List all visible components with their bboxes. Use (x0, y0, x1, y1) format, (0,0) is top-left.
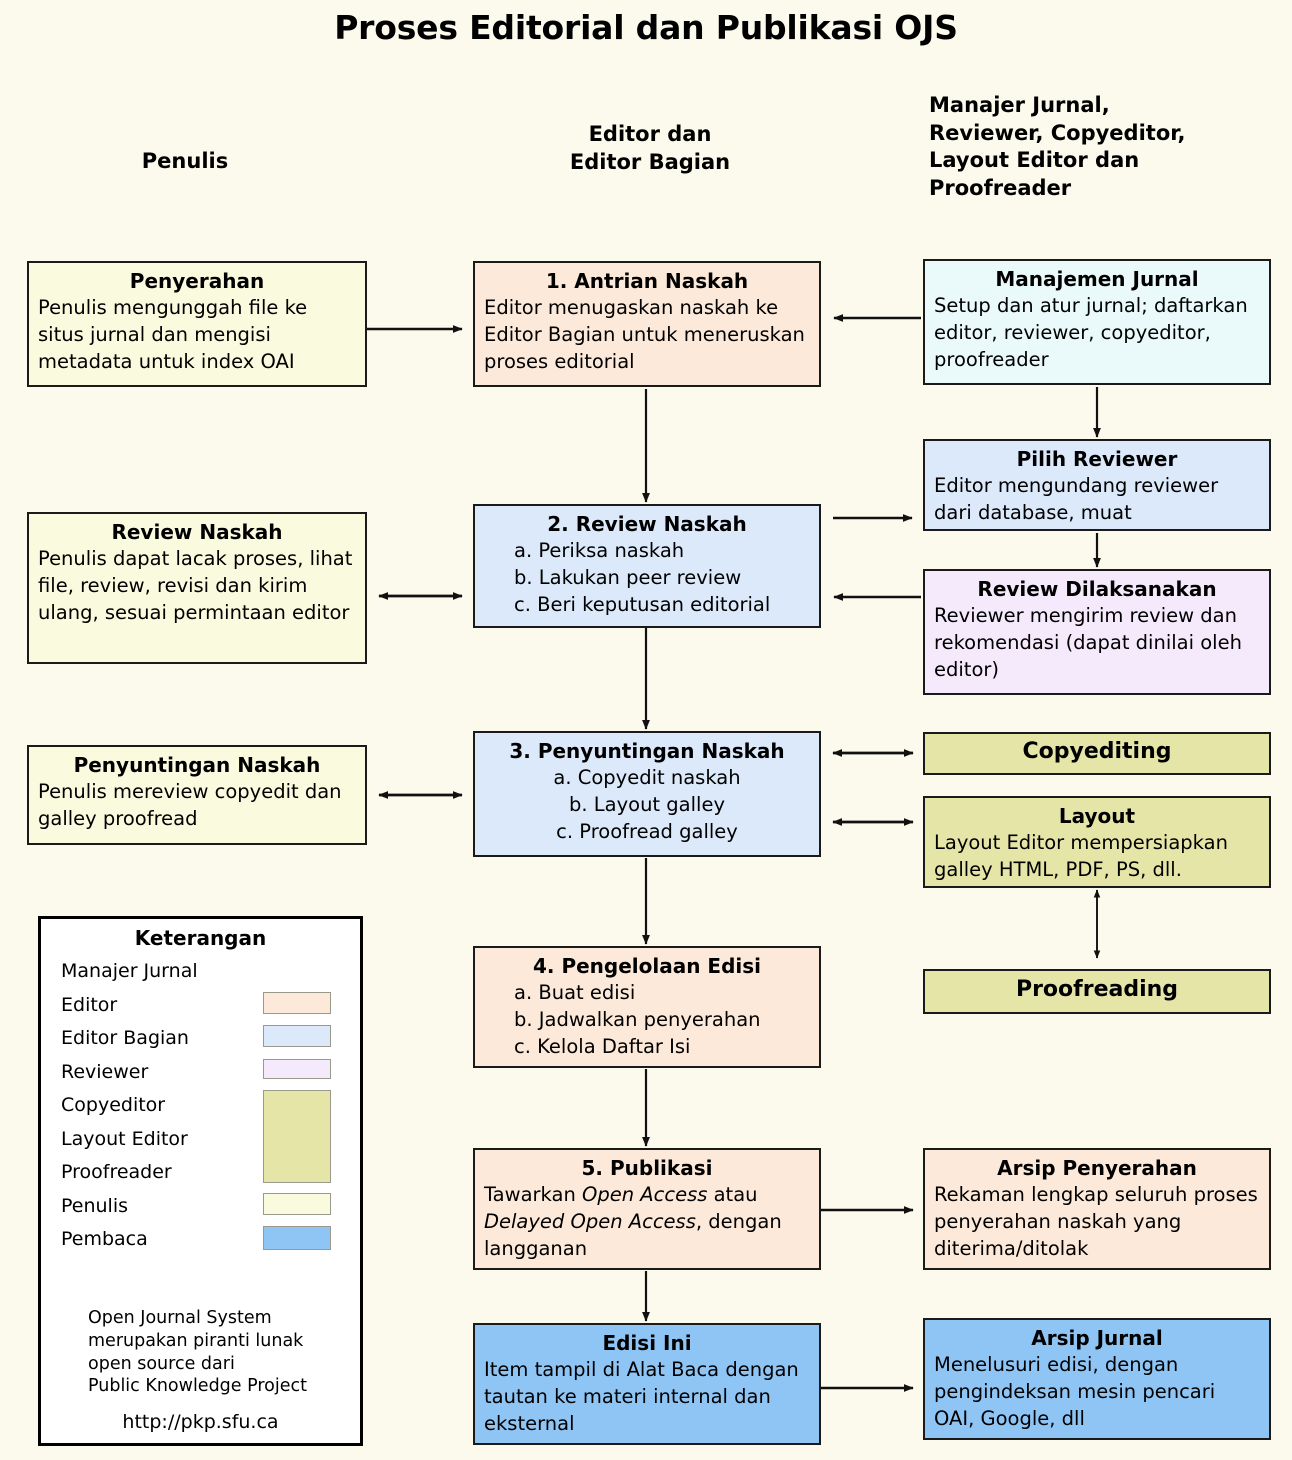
node-title: Copyediting (1022, 739, 1172, 765)
legend-note: Open Journal System merupakan piranti lu… (88, 1308, 307, 1397)
node-penyuntingan-penulis[interactable]: Penyuntingan Naskah Penulis mereview cop… (27, 745, 367, 845)
node-title: 2. Review Naskah (547, 512, 747, 536)
node-title: 1. Antrian Naskah (545, 269, 749, 293)
legend-swatch-editor (263, 991, 331, 1014)
node-body: Penulis mereview copyedit dan galley pro… (38, 780, 342, 830)
node-title: Penyuntingan Naskah (73, 753, 321, 777)
node-arsip-jurnal[interactable]: Arsip Jurnal Menelusuri edisi, dengan pe… (923, 1318, 1271, 1440)
node-layout[interactable]: Layout Layout Editor mempersiapkan galle… (923, 796, 1271, 888)
node-item: b. Layout galley (569, 793, 725, 816)
node-item: a. Copyedit naskah (553, 766, 741, 789)
legend-label-manajer-jurnal: Manajer Jurnal (61, 960, 198, 982)
legend-label-editor-bagian: Editor Bagian (61, 1027, 189, 1049)
node-body: Setup dan atur jurnal; daftarkan editor,… (934, 294, 1248, 371)
legend-label-layout-editor: Layout Editor (61, 1127, 188, 1150)
node-review-naskah-penulis[interactable]: Review Naskah Penulis dapat lacak proses… (27, 512, 367, 664)
node-body: Editor mengundang reviewer dari database… (934, 474, 1219, 524)
node-item: b. Jadwalkan penyerahan (514, 1008, 761, 1031)
node-body: Penulis mengunggah file ke situs jurnal … (38, 296, 308, 373)
node-body: Editor menugaskan naskah ke Editor Bagia… (484, 296, 805, 373)
node-body: Reviewer mengirim review dan rekomendasi… (934, 604, 1242, 681)
node-body: Penulis dapat lacak proses, lihat file, … (38, 547, 353, 624)
node-body: Item tampil di Alat Baca dengan tautan k… (484, 1358, 799, 1435)
column-header-penulis: Penulis (141, 149, 229, 173)
legend-label-reviewer: Reviewer (61, 1060, 149, 1083)
legend-swatch-editor-bagian (263, 1025, 331, 1047)
node-title: Review Naskah (111, 520, 283, 544)
node-title: Manajemen Jurnal (995, 267, 1199, 291)
legend-swatch-penulis (263, 1192, 331, 1215)
node-publikasi[interactable]: 5. Publikasi Tawarkan Open Access atau D… (473, 1148, 821, 1270)
node-copyediting[interactable]: Copyediting (923, 732, 1271, 775)
node-title: Layout (1058, 804, 1136, 828)
node-body: Rekaman lengkap seluruh proses penyeraha… (934, 1183, 1258, 1260)
node-title: 5. Publikasi (581, 1156, 713, 1180)
node-body: Layout Editor mempersiapkan galley HTML,… (934, 831, 1228, 881)
node-item: a. Buat edisi (514, 981, 636, 1004)
node-title: Penyerahan (129, 269, 265, 293)
node-review-dilaksanakan[interactable]: Review Dilaksanakan Reviewer mengirim re… (923, 569, 1271, 695)
legend-label-proofreader: Proofreader (61, 1161, 172, 1183)
node-review-naskah[interactable]: 2. Review Naskah a. Periksa naskah b. La… (473, 504, 821, 628)
node-item: c. Kelola Daftar Isi (514, 1035, 691, 1058)
node-title: 4. Pengelolaan Edisi (532, 954, 762, 978)
legend-swatch-reviewer (263, 1058, 331, 1079)
node-title: Pilih Reviewer (1016, 447, 1178, 471)
node-pilih-reviewer[interactable]: Pilih Reviewer Editor mengundang reviewe… (923, 439, 1271, 531)
node-edisi-ini[interactable]: Edisi Ini Item tampil di Alat Baca denga… (473, 1323, 821, 1445)
node-title: 3. Penyuntingan Naskah (509, 739, 785, 763)
node-penyuntingan-naskah[interactable]: 3. Penyuntingan Naskah a. Copyedit naska… (473, 731, 821, 857)
page-title: Proses Editorial dan Publikasi OJS (334, 8, 958, 47)
node-proofreading[interactable]: Proofreading (923, 969, 1271, 1014)
node-title: Arsip Penyerahan (997, 1156, 1197, 1180)
node-item: a. Periksa naskah (514, 539, 685, 562)
node-manajemen-jurnal[interactable]: Manajemen Jurnal Setup dan atur jurnal; … (923, 259, 1271, 385)
node-title: Review Dilaksanakan (977, 577, 1217, 601)
column-header-editor: Editor dan Editor Bagian (569, 122, 731, 174)
column-header-lainnya: Manajer Jurnal, Reviewer, Copyeditor, La… (929, 93, 1186, 201)
node-body: Tawarkan Open Access atau Delayed Open A… (484, 1183, 782, 1260)
node-title: Arsip Jurnal (1031, 1326, 1163, 1350)
node-item: c. Beri keputusan editorial (514, 593, 771, 616)
legend-label-pembaca: Pembaca (61, 1228, 148, 1250)
legend-label-editor: Editor (61, 993, 118, 1016)
legend-title: Keterangan (134, 926, 267, 950)
node-body: Menelusuri edisi, dengan pengindeksan me… (934, 1353, 1216, 1430)
node-item: c. Proofread galley (556, 820, 738, 843)
legend-label-penulis: Penulis (61, 1194, 129, 1217)
legend-swatch-production (263, 1090, 331, 1183)
node-item: b. Lakukan peer review (514, 566, 742, 589)
node-antrian-naskah[interactable]: 1. Antrian Naskah Editor menugaskan nask… (473, 261, 821, 387)
node-pengelolaan-edisi[interactable]: 4. Pengelolaan Edisi a. Buat edisi b. Ja… (473, 946, 821, 1068)
legend-url: http://pkp.sfu.ca (122, 1411, 279, 1433)
node-title: Edisi Ini (602, 1331, 692, 1355)
node-arsip-penyerahan[interactable]: Arsip Penyerahan Rekaman lengkap seluruh… (923, 1148, 1271, 1270)
node-title: Proofreading (1015, 977, 1179, 1003)
legend-label-copyeditor: Copyeditor (61, 1094, 166, 1116)
node-penyerahan[interactable]: Penyerahan Penulis mengunggah file ke si… (27, 261, 367, 387)
legend-swatch-pembaca (263, 1226, 331, 1250)
